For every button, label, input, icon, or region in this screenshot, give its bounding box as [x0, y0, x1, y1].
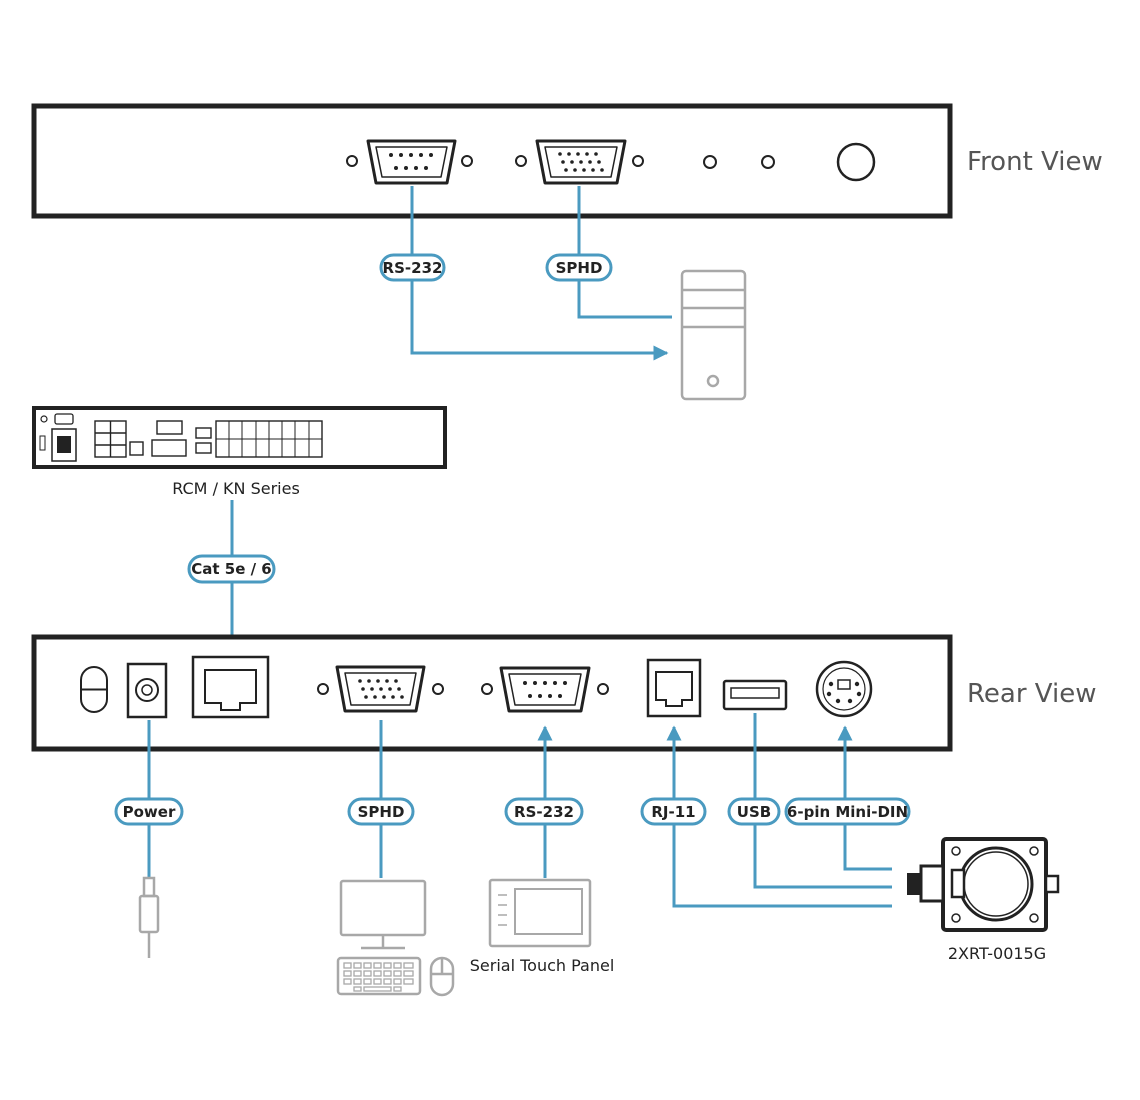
rear-rj45-port: [191, 655, 270, 719]
cat5-label: Cat 5e / 6: [191, 560, 272, 578]
front-cables: [410, 186, 672, 361]
usb-pill: USB: [727, 797, 781, 826]
rear-cables: [147, 713, 892, 908]
power-label: Power: [123, 803, 176, 821]
front-view: Front View: [31, 103, 1103, 219]
rear-sphd-label: SPHD: [358, 803, 405, 821]
front-power-button: [836, 142, 876, 182]
rear-rs232-label: RS-232: [514, 803, 574, 821]
camera-icon: [907, 837, 1060, 932]
front-rs232-pill: RS-232: [379, 253, 446, 282]
rear-view: Rear View: [31, 634, 1096, 752]
computer-tower-icon: [680, 269, 747, 401]
rj11-label: RJ-11: [651, 803, 695, 821]
touch-panel-caption: Serial Touch Panel: [470, 956, 615, 975]
mini-din-label: 6-pin Mini-DIN: [787, 803, 908, 821]
rear-rj11-port: [646, 658, 702, 718]
front-led-1: [703, 155, 717, 169]
rear-sphd-port: [317, 665, 444, 713]
power-plug-icon: [138, 876, 160, 958]
monitor-icon: [339, 879, 427, 950]
front-sphd-label: SPHD: [556, 259, 603, 277]
front-rs232-port: [346, 139, 473, 185]
usb-label: USB: [737, 803, 771, 821]
rear-rs232-port: [481, 666, 609, 713]
rear-panel: [31, 634, 953, 752]
rear-usb-port: [722, 679, 788, 711]
rear-mini-din-port: [815, 660, 873, 718]
rj11-pill: RJ-11: [640, 797, 707, 826]
rear-power-switch: [80, 666, 108, 713]
rear-view-title: Rear View: [967, 679, 1096, 709]
front-panel: [31, 103, 953, 219]
front-view-title: Front View: [967, 147, 1103, 177]
rear-sphd-pill: SPHD: [347, 797, 415, 826]
rear-dc-jack: [126, 662, 168, 719]
touch-panel-icon: [488, 878, 592, 948]
rcm-kn-device: [32, 406, 447, 469]
keyboard-icon: [336, 956, 422, 996]
front-sphd-pill: SPHD: [545, 253, 613, 282]
power-pill: Power: [114, 797, 184, 826]
rcm-kn-caption: RCM / KN Series: [172, 479, 300, 498]
camera-caption: 2XRT-0015G: [948, 944, 1046, 963]
front-rs232-label: RS-232: [383, 259, 443, 277]
mouse-icon: [429, 956, 455, 997]
front-sphd-port: [515, 139, 644, 185]
rear-rs232-pill: RS-232: [504, 797, 584, 826]
cat5-pill: Cat 5e / 6: [187, 554, 276, 584]
front-led-2: [761, 155, 775, 169]
mini-din-pill: 6-pin Mini-DIN: [784, 797, 911, 826]
